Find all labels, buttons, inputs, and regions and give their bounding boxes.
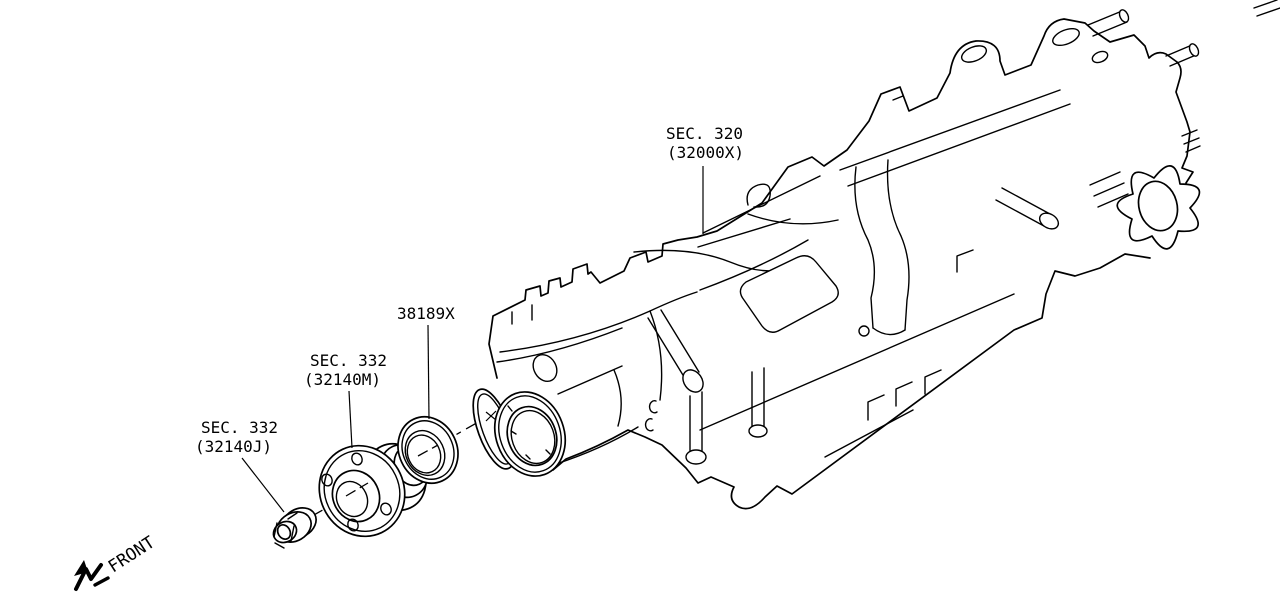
label-sec-332-nut-code: (32140J) [195, 437, 272, 456]
label-38189x: 38189X [397, 304, 455, 323]
front-label: FRONT [105, 533, 159, 578]
transfer-case-opening [472, 388, 567, 477]
oil-seal-drawing [397, 415, 459, 485]
label-sec-320: SEC. 320 [666, 124, 743, 143]
flange-bolt-hole [380, 502, 392, 516]
leader-line-38189x [427, 324, 430, 420]
front-arrowhead-icon [74, 560, 88, 576]
callout-sec332-flange: SEC. 332 (32140M) [304, 351, 387, 449]
leader-line-sec-332-nut [241, 457, 285, 513]
front-arrow-icon [74, 563, 103, 591]
end-cover-sprocket [1116, 165, 1201, 250]
flange-bolt-hole [347, 518, 359, 532]
label-sec-332-flange: SEC. 332 [310, 351, 387, 370]
mount-slot [960, 45, 988, 63]
front-arrow-dash [93, 576, 110, 587]
mount-slot [1052, 27, 1080, 47]
stud-bolt [1087, 9, 1130, 37]
label-sec-332-nut: SEC. 332 [201, 418, 278, 437]
leader-line-sec-332-flange [348, 390, 353, 449]
flange-bolt-hole [321, 473, 333, 487]
bore-center-mark [485, 410, 497, 422]
transmission-assembly-drawing [472, 0, 1280, 510]
stud-bolt [1253, 0, 1280, 17]
callout-38189x: 38189X [397, 304, 455, 420]
front-direction-indicator: FRONT [74, 533, 159, 591]
center-axis-line-segment [345, 444, 439, 497]
callout-sec320: SEC. 320 (32000X) [666, 124, 744, 234]
stud-bolt [1165, 43, 1200, 67]
flange-nut-drawing [272, 507, 317, 549]
label-sec-320-code: (32000X) [667, 143, 744, 162]
callout-sec332-nut: SEC. 332 (32140J) [195, 418, 285, 513]
center-axis-line [304, 415, 490, 521]
label-sec-332-flange-code: (32140M) [304, 370, 381, 389]
flange-bolt-hole [351, 452, 363, 466]
